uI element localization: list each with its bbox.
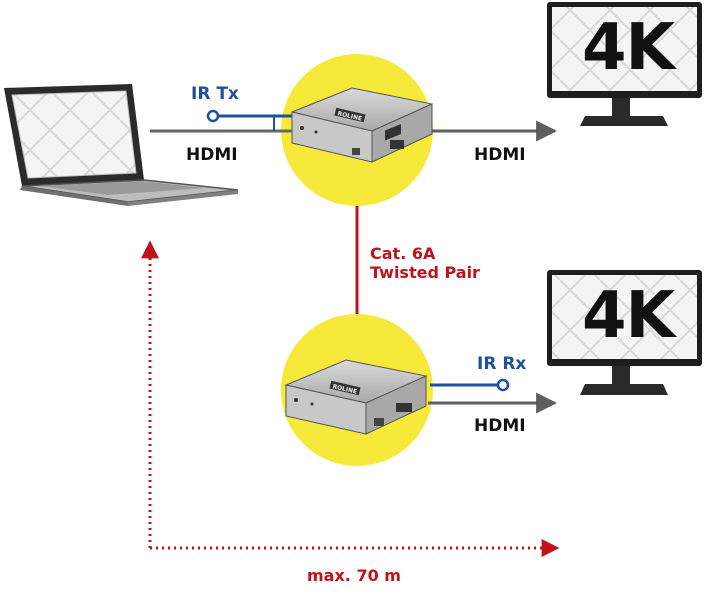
hdmi-out-top-label: HDMI: [474, 145, 526, 165]
ir-tx-label: IR Tx: [191, 84, 239, 104]
ir-rx-label: IR Rx: [477, 354, 527, 374]
distance-label: max. 70 m: [307, 566, 401, 585]
hdmi-out-bottom-label: HDMI: [474, 416, 526, 436]
cable-label-line2: Twisted Pair: [370, 263, 480, 282]
transmitter-device-icon: ROLINE: [290, 87, 434, 163]
hdmi-laptop-label: HDMI: [186, 145, 238, 165]
receiver-device-icon: ROLINE: [284, 359, 428, 435]
ir-rx-sensor-icon: [496, 378, 510, 392]
ir-tx-sensor-icon: [206, 109, 220, 123]
monitor-top-icon: [547, 2, 702, 126]
cable-label-line1: Cat. 6A: [370, 244, 436, 263]
monitor-bottom-resolution-text: 4K: [582, 279, 675, 353]
monitor-bottom-icon: [547, 270, 702, 395]
laptop-icon: [4, 84, 239, 206]
monitor-top-resolution-text: 4K: [582, 11, 675, 85]
